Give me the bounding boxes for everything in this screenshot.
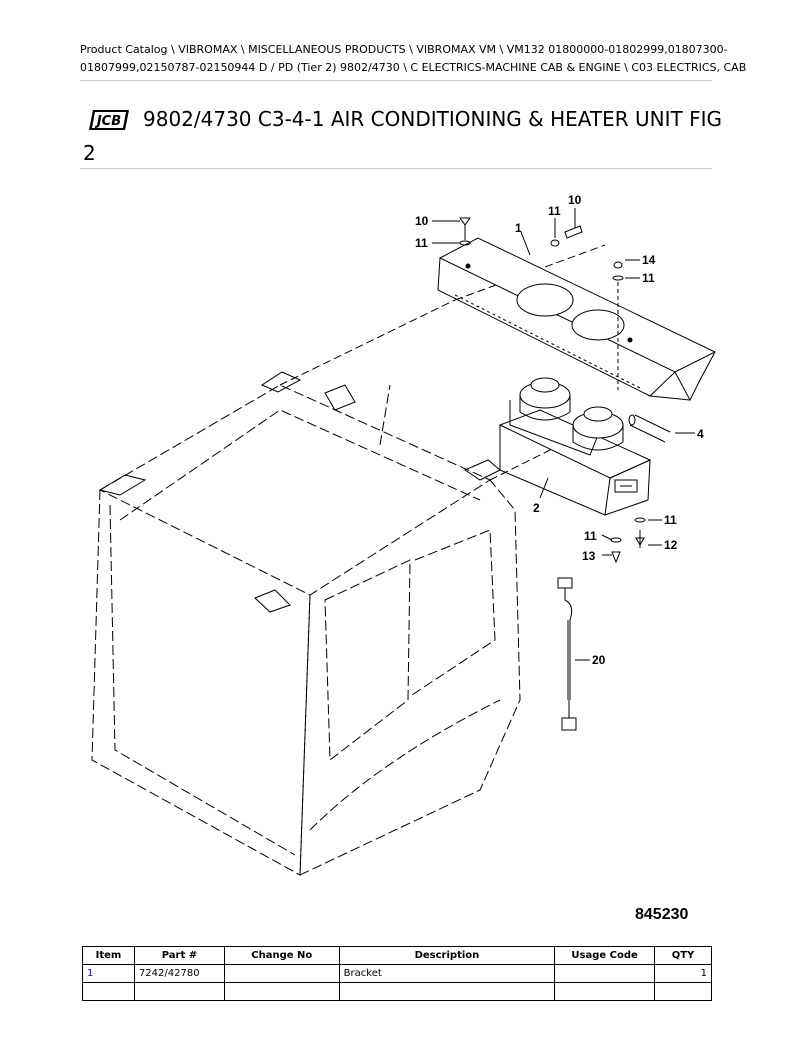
qty-cell <box>654 982 712 1001</box>
page-title-line-1: 9802/4730 C3-4-1 AIR CONDITIONING & HEAT… <box>143 107 722 131</box>
usage-code-cell <box>554 982 656 1001</box>
cab-roof-edges <box>98 371 501 613</box>
callout-11: 11 <box>548 204 561 218</box>
callout-11: 11 <box>584 529 597 543</box>
change-no-cell <box>223 964 340 983</box>
column-header-part: Part # <box>133 946 225 965</box>
callout-2: 2 <box>533 501 540 515</box>
page-title: 9802/4730 C3-4-1 AIR CONDITIONING & HEAT… <box>83 102 723 170</box>
table-row: 1 7242/42780 Bracket 1 <box>82 964 712 983</box>
heater-unit <box>498 377 652 516</box>
title-divider <box>80 168 712 169</box>
callout-11: 11 <box>415 236 428 250</box>
callout-leaders <box>432 208 695 661</box>
callout-11: 11 <box>642 271 655 285</box>
usage-code-cell <box>554 964 656 983</box>
callout-10: 10 <box>415 214 429 228</box>
description-cell: Bracket <box>338 964 556 983</box>
column-header-qty: QTY <box>654 946 712 965</box>
table-header-row: Item Part # Change No Description Usage … <box>82 946 712 965</box>
callout-11: 11 <box>664 513 677 527</box>
column-header-item: Item <box>82 946 135 965</box>
air-duct-panel <box>437 237 717 401</box>
jcb-logo-text: JCB <box>94 114 121 129</box>
item-cell: 1 <box>82 964 135 983</box>
jcb-logo: JCB <box>85 106 131 138</box>
description-cell <box>338 982 556 1001</box>
qty-cell: 1 <box>654 964 712 983</box>
item-cell <box>82 982 135 1001</box>
column-header-usage-code: Usage Code <box>554 946 656 965</box>
drain-hose <box>628 414 671 443</box>
item-link[interactable]: 1 <box>87 968 94 979</box>
page-title-line-2: 2 <box>83 141 96 165</box>
callout-1: 1 <box>515 221 522 235</box>
wiring-harness <box>557 577 577 731</box>
part-number-cell: 7242/42780 <box>133 964 225 983</box>
cab-outline <box>91 384 521 876</box>
header-divider <box>80 80 712 81</box>
callout-12: 12 <box>664 538 678 552</box>
callout-10: 10 <box>568 193 582 207</box>
callout-14: 14 <box>642 253 656 267</box>
parts-diagram: 10 11 1 11 10 14 11 4 2 11 11 12 13 20 <box>91 193 717 876</box>
change-no-cell <box>223 982 340 1001</box>
column-header-change-no: Change No <box>223 946 340 965</box>
part-number-cell <box>133 982 225 1001</box>
parts-table: Item Part # Change No Description Usage … <box>82 946 712 1001</box>
breadcrumb-line-2: 01807999,02150787-02150944 D / PD (Tier … <box>80 61 747 74</box>
table-row <box>82 982 712 1001</box>
column-header-description: Description <box>338 946 556 965</box>
callout-20: 20 <box>592 653 606 667</box>
callout-13: 13 <box>582 549 596 563</box>
breadcrumb: Product Catalog \ VIBROMAX \ MISCELLANEO… <box>80 41 747 77</box>
breadcrumb-line-1: Product Catalog \ VIBROMAX \ MISCELLANEO… <box>80 43 728 56</box>
callout-4: 4 <box>697 427 704 441</box>
drawing-number: 845230 <box>635 906 689 923</box>
